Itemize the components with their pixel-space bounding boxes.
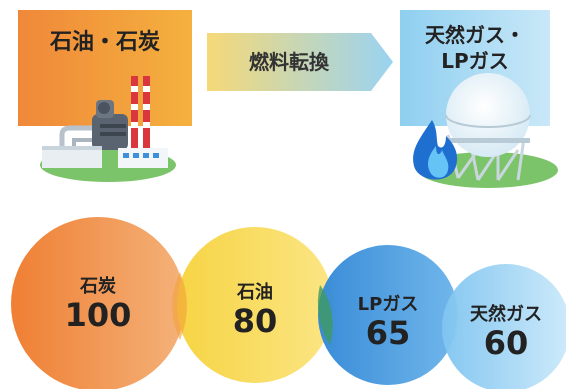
factory-building-icon <box>42 146 102 168</box>
circle-coal <box>11 217 185 389</box>
circle-lpg <box>318 245 458 385</box>
circle-oil <box>177 227 333 383</box>
target-fuel-box: 天然ガス・ LPガス <box>400 10 550 126</box>
coal-name: 石炭 <box>80 276 116 297</box>
source-fuel-box: 石油・石炭 <box>18 10 192 126</box>
oil-label-group: 石油 80 <box>195 278 315 338</box>
target-fuel-label: 天然ガス・ LPガス <box>400 22 550 74</box>
conversion-arrow-label: 燃料転換 <box>249 50 329 74</box>
lpg-value: 65 <box>365 314 411 352</box>
circle-gas <box>442 264 566 389</box>
scene-illustration <box>207 33 393 91</box>
lpg-name: LPガス <box>357 294 419 315</box>
target-fuel-label-line2: LPガス <box>441 49 509 73</box>
conversion-arrow <box>207 33 393 91</box>
gas-value: 60 <box>483 324 529 362</box>
lpg-label-group: LPガス 65 <box>328 290 448 350</box>
icons-layer <box>40 73 558 188</box>
oil-value: 80 <box>232 302 278 340</box>
coal-value: 100 <box>64 296 132 334</box>
gas-name: 天然ガス <box>470 304 542 325</box>
coal-label-group: 石炭 100 <box>38 272 158 332</box>
chimney-icon <box>131 76 138 152</box>
oil-name: 石油 <box>237 282 273 303</box>
gas-label-group: 天然ガス 60 <box>446 300 566 360</box>
flame-icon <box>413 120 458 180</box>
target-fuel-label-line1: 天然ガス・ <box>425 23 525 47</box>
gas-tank-icon <box>446 73 530 157</box>
source-fuel-label: 石油・石炭 <box>49 30 160 55</box>
